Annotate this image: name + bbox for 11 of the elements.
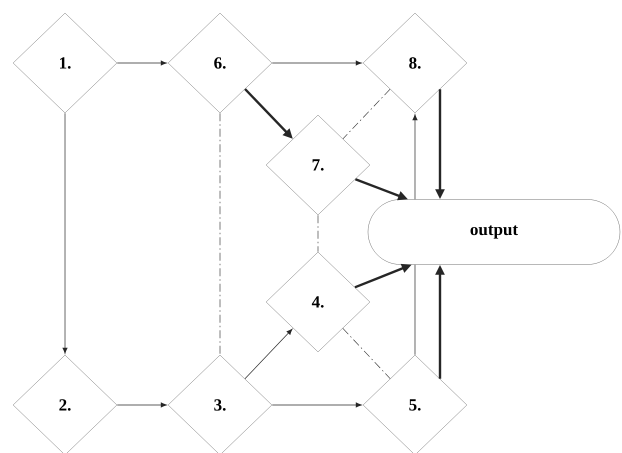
arrow xyxy=(244,328,292,380)
dash-dot-line xyxy=(342,88,390,140)
arrow xyxy=(116,402,167,408)
arrow xyxy=(62,112,68,354)
output-terminal: output xyxy=(368,199,620,265)
arrow xyxy=(272,402,362,408)
dash-dot-line xyxy=(342,328,390,379)
arrow xyxy=(272,60,362,66)
connector-line xyxy=(414,264,416,356)
arrow xyxy=(116,60,167,66)
arrow xyxy=(412,114,418,200)
